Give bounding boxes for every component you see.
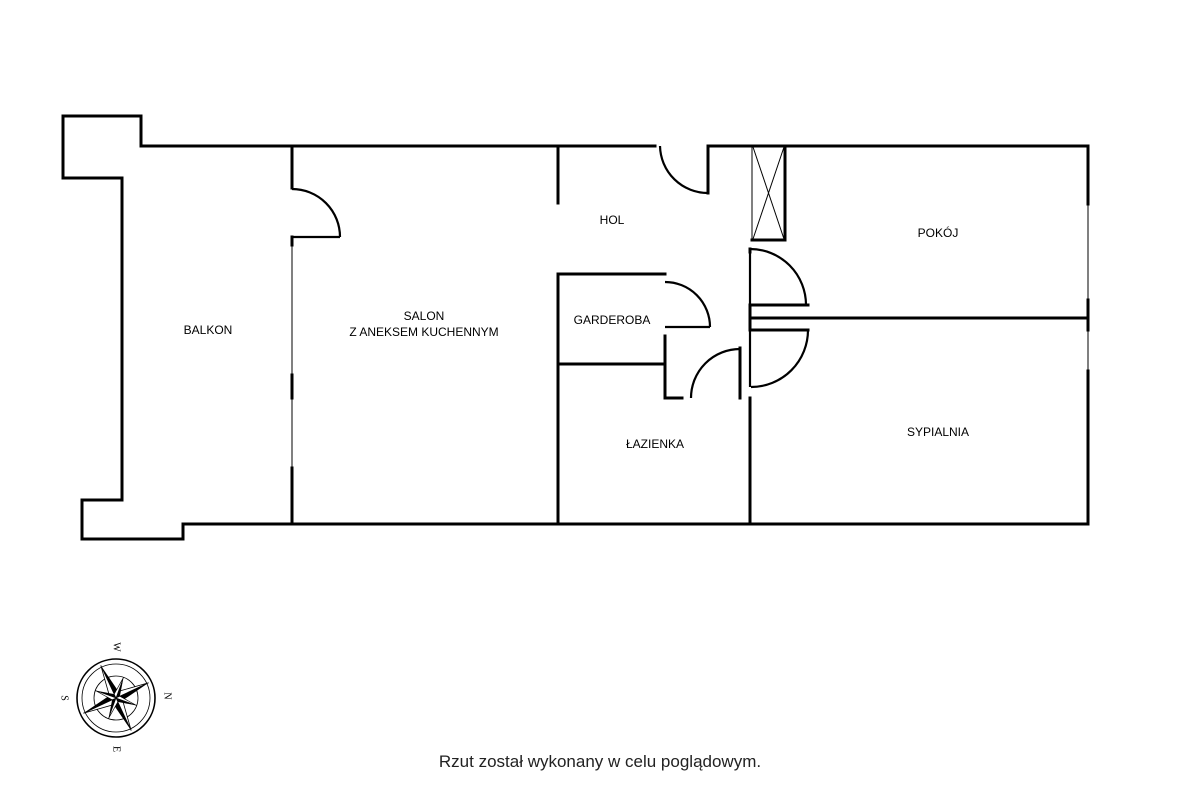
room-label-pokoj: POKÓJ [918,225,959,240]
interior-walls [556,144,1090,526]
room-label-salon: SALON [404,309,445,323]
room-label-balkon: BALKON [184,323,233,337]
room-label-lazienka: ŁAZIENKA [626,437,684,451]
room-label-sypialnia: SYPIALNIA [907,425,969,439]
room-label-hol: HOL [600,213,625,227]
compass-south: S [59,695,70,701]
compass-rose: N S E W [59,642,173,752]
compass-west: W [111,642,122,652]
compass-east: E [111,746,122,752]
exterior-walls [139,144,1090,526]
balcony-outline [61,114,294,541]
disclaimer-caption: Rzut został wykonany w celu poglądowym. [438,752,762,771]
compass-north: N [162,692,173,699]
room-label-garderoba: GARDEROBA [574,313,651,327]
doors [291,145,810,399]
room-label-salon-subtitle: Z ANEKSEM KUCHENNYM [349,325,498,339]
